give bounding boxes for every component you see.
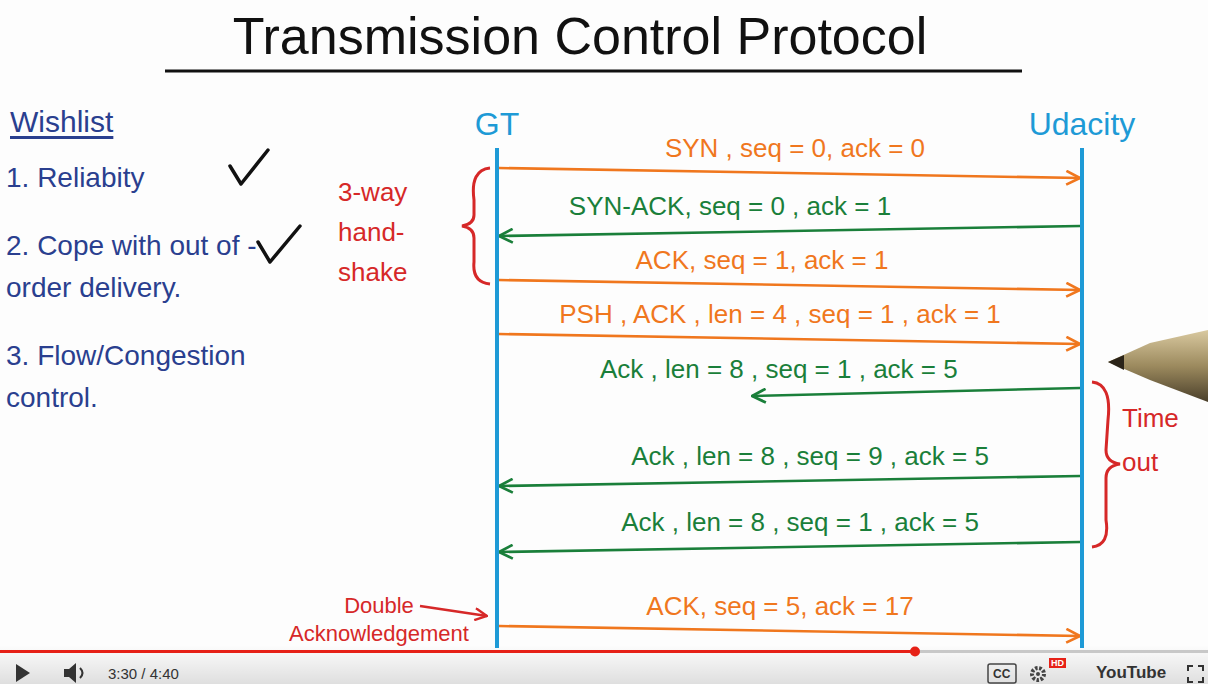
brace [1092, 382, 1120, 547]
message-label: SYN-ACK, seq = 0 , ack = 1 [566, 191, 894, 221]
message-arrow [499, 168, 1080, 178]
fullscreen-icon [1188, 666, 1203, 682]
progress-knob [910, 647, 920, 657]
list-item: 1. Reliabity [6, 158, 145, 198]
player-cc: CC [993, 667, 1010, 681]
gear-hub [1036, 672, 1040, 676]
message-label: Ack , len = 8 , seq = 1 , ack = 5 [600, 354, 958, 384]
participant-label: GT [475, 106, 519, 142]
list-item: 3. Flow/Congestion control. [6, 335, 298, 419]
callout-note: Double Acknowledgement [272, 592, 486, 648]
check-mark [258, 226, 300, 262]
message-arrow [499, 334, 1080, 344]
message-label: SYN , seq = 0, ack = 0 [662, 133, 928, 163]
message-arrow [499, 626, 1080, 636]
check-mark [230, 150, 268, 184]
lifeline: GT [495, 148, 499, 648]
player-logo: YouTube [1096, 663, 1166, 683]
volume-wave [80, 668, 83, 678]
play-icon [16, 664, 30, 682]
list-heading: Wishlist [10, 104, 113, 140]
player-bar [0, 645, 1208, 684]
message-arrow [499, 476, 1080, 486]
pen [1108, 330, 1208, 402]
title: Transmission Control Protocol [60, 8, 1100, 64]
brace [462, 168, 490, 284]
message-label: ACK, seq = 1, ack = 1 [633, 245, 892, 275]
pen-body [1108, 330, 1208, 402]
message-label: PSH , ACK , len = 4 , seq = 1 , ack = 1 [556, 299, 1004, 329]
message-label: ACK, seq = 5, ack = 17 [643, 591, 916, 621]
participant-label: Udacity [1029, 106, 1136, 142]
message-arrow [499, 542, 1080, 552]
bracket-note: 3-way hand- shake [338, 172, 450, 292]
player-time: 3:30 / 4:40 [108, 665, 179, 682]
progress-rest [915, 650, 1208, 653]
gear-icon [1032, 668, 1044, 680]
pointer-arrow [420, 606, 487, 616]
pen-tip [1108, 355, 1124, 370]
message-label: Ack , len = 8 , seq = 1 , ack = 5 [618, 507, 982, 537]
bracket-note: Time out [1122, 396, 1200, 484]
list-item: 2. Cope with out of -order delivery. [6, 225, 298, 309]
lifeline: Udacity [1080, 148, 1084, 648]
volume-icon [64, 663, 76, 683]
title-underline [165, 70, 1022, 73]
progress-played [0, 650, 915, 653]
player-hd: HD [1049, 658, 1066, 668]
lifeline-heading: Udacity [1029, 106, 1136, 142]
lost-packet-arrow [752, 388, 1080, 396]
message-arrow [499, 280, 1080, 290]
cc-box [988, 664, 1016, 683]
message-arrow [499, 226, 1080, 236]
lifeline-heading: GT [475, 106, 519, 142]
message-label: Ack , len = 8 , seq = 9 , ack = 5 [628, 441, 992, 471]
